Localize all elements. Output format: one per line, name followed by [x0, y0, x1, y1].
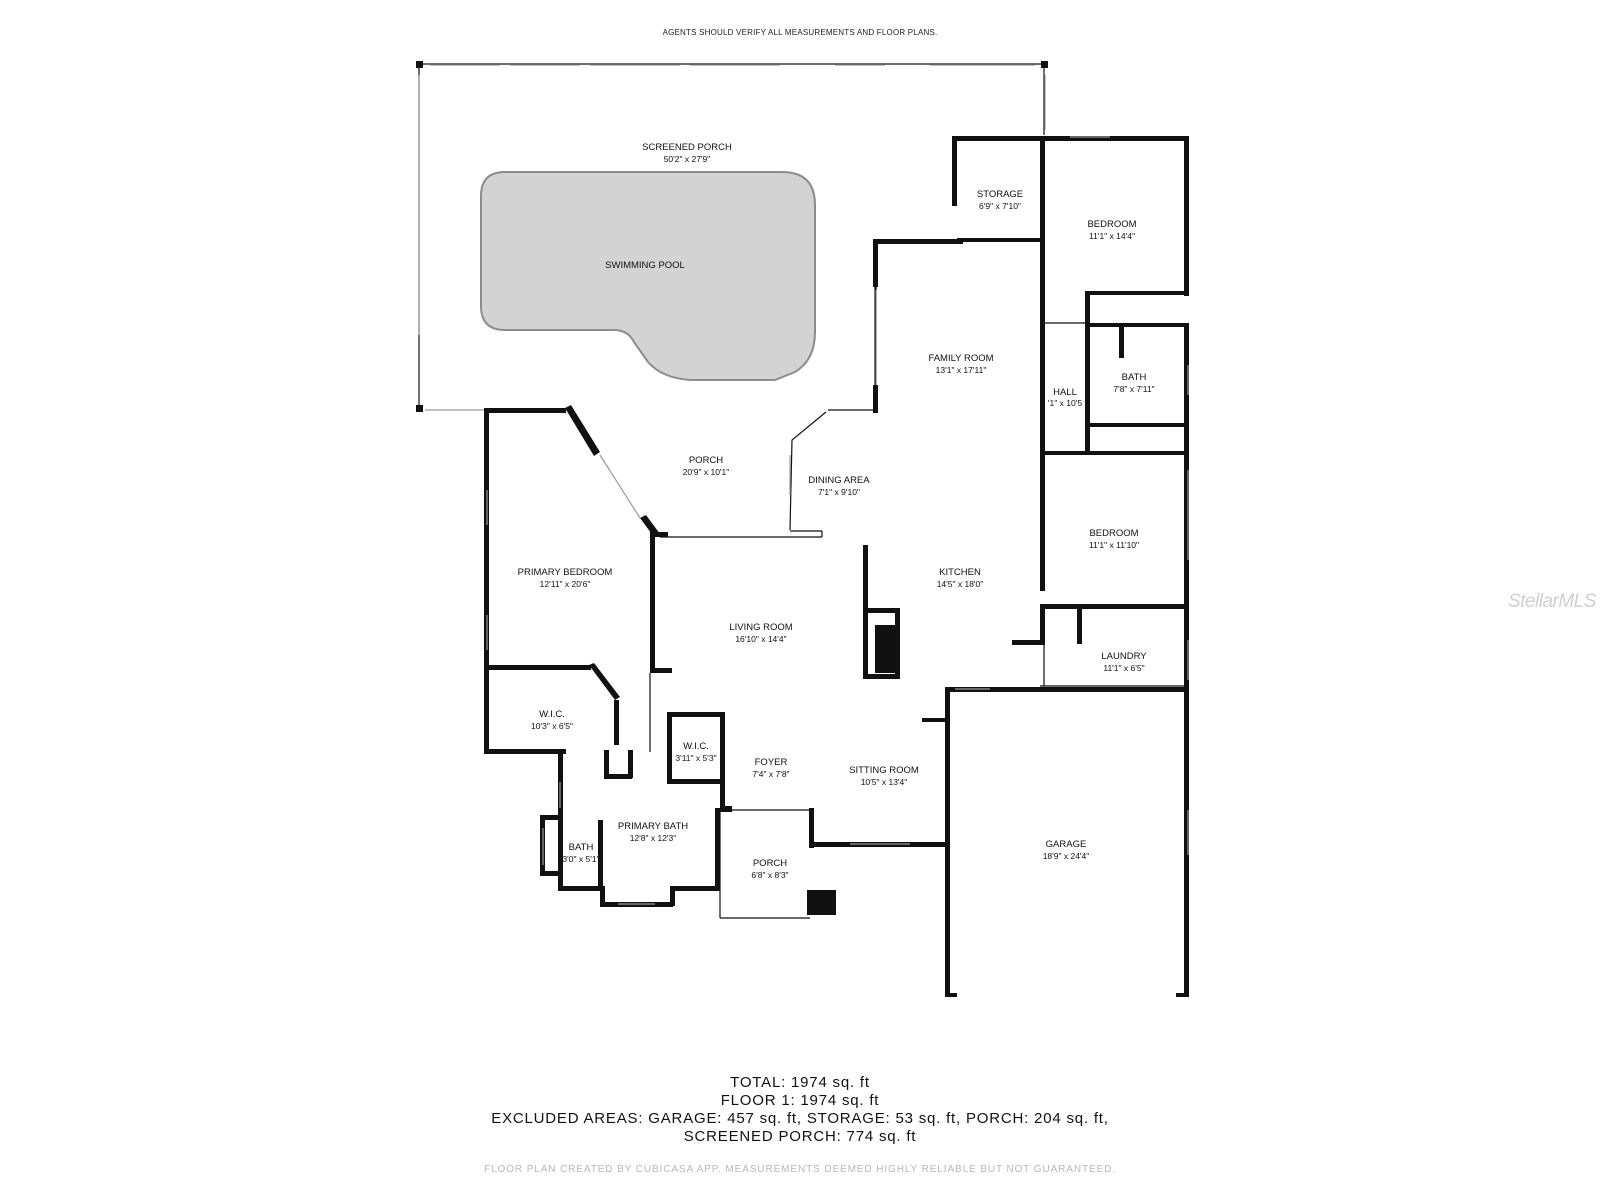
- label-primary-bedroom: PRIMARY BEDROOM: [518, 567, 613, 578]
- label-bedroom-2: BEDROOM: [1089, 528, 1138, 539]
- stellarmls-watermark: StellarMLS: [1508, 591, 1596, 612]
- label-family-room: FAMILY ROOM: [928, 353, 993, 364]
- label-porch-rear: PORCH: [689, 455, 723, 466]
- label-sitting-room: SITTING ROOM: [849, 765, 919, 776]
- dims-bath-2: 3'0" x 5'1": [562, 854, 599, 864]
- floor1-line: FLOOR 1: 1974 sq. ft: [720, 1092, 880, 1109]
- label-wic-2: W.I.C.: [683, 741, 709, 752]
- dims-hall: '1" x 10'5: [1048, 398, 1082, 408]
- label-bath-1: BATH: [1122, 372, 1147, 383]
- label-living-room: LIVING ROOM: [729, 622, 792, 633]
- label-bath-2: BATH: [569, 842, 594, 853]
- dims-bath-1: 7'8" x 7'11": [1113, 384, 1154, 394]
- total-line: TOTAL: 1974 sq. ft: [730, 1074, 870, 1091]
- credit-note: FLOOR PLAN CREATED BY CUBICASA APP. MEAS…: [484, 1164, 1116, 1175]
- dims-porch-rear: 20'9" x 10'1": [683, 467, 730, 477]
- label-dining-area: DINING AREA: [808, 475, 870, 486]
- dims-screened-porch: 50'2" x 27'9": [664, 154, 711, 164]
- dims-porch-front: 6'8" x 8'3": [751, 870, 788, 880]
- label-kitchen: KITCHEN: [939, 567, 981, 578]
- label-hall: HALL: [1053, 387, 1077, 398]
- dims-bedroom-2: 11'1" x 11'10": [1089, 540, 1139, 550]
- dims-foyer: 7'4" x 7'8": [752, 769, 789, 779]
- dims-laundry: 11'1" x 6'5": [1103, 663, 1144, 673]
- room-labels: SCREENED PORCH 50'2" x 27'9" SWIMMING PO…: [518, 142, 1155, 880]
- dims-storage: 6'9" x 7'10": [979, 201, 1021, 211]
- dims-living-room: 16'10" x 14'4": [735, 634, 786, 644]
- label-swimming-pool: SWIMMING POOL: [605, 260, 685, 271]
- dims-bedroom-1: 11'1" x 14'4": [1089, 231, 1135, 241]
- swimming-pool-shape: [480, 171, 816, 382]
- header-note: AGENTS SHOULD VERIFY ALL MEASUREMENTS AN…: [662, 28, 938, 37]
- dims-kitchen: 14'5" x 18'0": [937, 579, 984, 589]
- label-screened-porch: SCREENED PORCH: [642, 142, 732, 153]
- dims-dining-area: 7'1" x 9'10": [818, 487, 860, 497]
- label-bedroom-1: BEDROOM: [1087, 219, 1136, 230]
- dims-primary-bedroom: 12'11" x 20'6": [540, 579, 591, 589]
- label-porch-front: PORCH: [753, 858, 787, 869]
- dims-wic-2: 3'11" x 5'3": [675, 753, 716, 763]
- dims-garage: 18'9" x 24'4": [1043, 851, 1090, 861]
- label-wic-1: W.I.C.: [539, 709, 565, 720]
- interior-lines: [649, 244, 1188, 919]
- dims-wic-1: 10'3" x 6'5": [531, 721, 573, 731]
- label-storage: STORAGE: [977, 189, 1023, 200]
- screened-porch-enclosure: [416, 61, 1048, 412]
- windows: [425, 136, 1189, 905]
- dims-sitting-room: 10'5" x 13'4": [861, 777, 908, 787]
- excluded-areas-line: EXCLUDED AREAS: GARAGE: 457 sq. ft, STOR…: [491, 1110, 1109, 1127]
- label-primary-bath: PRIMARY BATH: [618, 821, 688, 832]
- screened-porch-line: SCREENED PORCH: 774 sq. ft: [683, 1128, 917, 1145]
- area-totals: TOTAL: 1974 sq. ft FLOOR 1: 1974 sq. ft …: [0, 1074, 1600, 1146]
- label-garage: GARAGE: [1046, 839, 1087, 850]
- dims-family-room: 13'1" x 17'11": [936, 365, 987, 375]
- label-foyer: FOYER: [755, 757, 788, 768]
- label-laundry: LAUNDRY: [1101, 651, 1147, 662]
- dims-primary-bath: 12'8" x 12'3": [630, 833, 677, 843]
